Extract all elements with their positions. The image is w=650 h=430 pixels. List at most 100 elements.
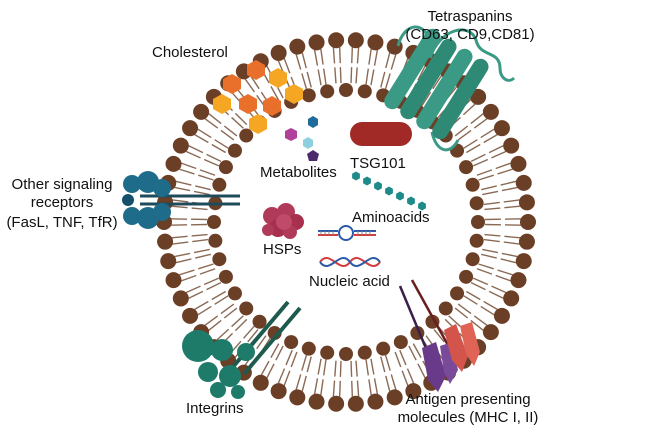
lipid-tail [339, 360, 342, 377]
aminoacid-unit [352, 171, 360, 181]
lipid-tail [457, 303, 472, 315]
lipid-tail [368, 379, 372, 396]
lipid-tail [351, 380, 354, 397]
lipid-head [157, 233, 174, 250]
lipid-tail [484, 233, 501, 237]
lipid-head [469, 196, 484, 211]
lipid-tail [350, 360, 353, 377]
lipid-tail [180, 162, 197, 170]
lipid-tail [188, 290, 204, 299]
lipid-tail [483, 201, 500, 206]
receptor-domain [123, 207, 141, 225]
lipid-tail [193, 248, 210, 254]
lipid-head [459, 160, 474, 175]
lipid-tail [401, 370, 409, 386]
lipid-head [386, 389, 403, 406]
lipid-tail [317, 69, 322, 86]
lipid-head [212, 252, 227, 267]
receptor-domain [122, 194, 134, 206]
lipid-head [503, 137, 520, 154]
lipid-head [270, 44, 287, 61]
lipid-head [301, 88, 316, 103]
label-metabolites: Metabolites [260, 164, 337, 181]
aminoacid-unit [418, 201, 426, 211]
lipid-tail [290, 351, 298, 368]
lipid-tail [380, 356, 386, 373]
cholesterol-hexagon [223, 74, 241, 94]
lipid-head [503, 290, 520, 307]
lipid-tail [223, 125, 238, 137]
integrin-head [237, 343, 255, 361]
lipid-tail [338, 380, 341, 397]
lipid-tail [472, 277, 489, 286]
label-integrins: Integrins [186, 400, 244, 417]
lipid-tail [491, 150, 507, 159]
lipid-tail [197, 305, 212, 316]
lipid-tail [356, 47, 360, 64]
tetraspanin-helix [400, 38, 457, 120]
lipid-tail [185, 150, 201, 159]
lipid-head [227, 286, 242, 301]
mhc-transmembrane [410, 279, 456, 357]
lipid-tail [373, 49, 379, 66]
lipid-tail [370, 69, 375, 86]
lipid-head [450, 286, 465, 301]
lipid-tail [234, 112, 248, 126]
lipid-tail [211, 290, 226, 301]
lipid-head [239, 128, 254, 143]
lipid-tail [283, 58, 291, 74]
lipid-head [301, 341, 316, 356]
lipid-tail [175, 258, 192, 264]
lipid-head [160, 253, 177, 270]
lipid-head [252, 314, 267, 329]
lipid-head [320, 345, 335, 360]
lipid-head [193, 103, 210, 120]
lipid-tail [412, 343, 422, 358]
receptor-domain [153, 179, 171, 197]
lipid-head [239, 301, 254, 316]
lipid-tail [454, 125, 469, 137]
lipid-tail [204, 118, 219, 129]
lipid-tail [483, 238, 500, 243]
aminoacid-chain [352, 171, 426, 211]
lipid-tail [481, 185, 497, 191]
lipid-tail [199, 169, 216, 176]
lipid-tail [203, 158, 220, 167]
lipid-tail [260, 360, 270, 376]
lipid-tail [301, 355, 308, 371]
lipid-tail [313, 378, 319, 395]
lipid-head [450, 143, 465, 158]
lipid-tail [171, 235, 188, 239]
tetraspanin-helix [384, 28, 441, 110]
lipid-tail [197, 128, 212, 139]
lipid-tail [495, 274, 512, 282]
lipid-tail [504, 205, 521, 209]
lipid-tail [466, 290, 481, 301]
lipid-tail [380, 71, 386, 88]
label-antigen-presenting-mhc: molecules (MHC I, II) [398, 409, 539, 426]
lipid-tail [463, 139, 478, 149]
lipid-tail [481, 253, 497, 259]
lipid-head [328, 32, 345, 49]
tetraspanin-loop [430, 131, 460, 152]
lipid-tail [462, 103, 476, 116]
mhc-molecule [398, 279, 480, 392]
lipid-tail [500, 258, 517, 264]
lipid-tail [334, 360, 337, 377]
lipid-tail [317, 358, 322, 375]
receptor-domain [123, 175, 141, 193]
lipid-tail [223, 307, 238, 319]
lipid-tail [384, 73, 391, 89]
lipid-tail [231, 116, 244, 129]
lipid-tail [206, 153, 222, 163]
lipid-tail [406, 368, 415, 384]
lipid-tail [301, 73, 308, 89]
integrin-stalk [242, 306, 302, 376]
lipid-tail [231, 315, 244, 328]
lipid-tail [195, 253, 211, 259]
lipid-tail [188, 145, 204, 154]
lipid-tail [185, 285, 201, 294]
lipid-head [339, 347, 353, 361]
lipid-head [347, 395, 364, 412]
lipid-tail [500, 180, 517, 186]
